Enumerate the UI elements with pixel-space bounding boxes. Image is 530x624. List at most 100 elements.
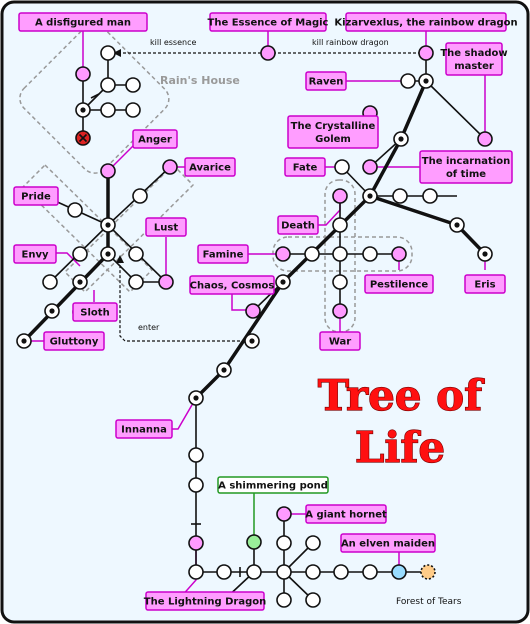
label-shimmering-pond: A shimmering pond — [217, 476, 329, 494]
label-innanna: Innanna — [115, 419, 173, 439]
label-chaos-cosmos: Chaos, Cosmos — [189, 275, 275, 295]
callout-innanna — [172, 397, 197, 430]
node-bottom-low-c — [305, 592, 321, 608]
note-kill-essence: kill essence — [150, 38, 196, 47]
node-time-row-a — [392, 188, 408, 204]
label-war: War — [319, 331, 361, 351]
label-raven: Raven — [305, 71, 347, 91]
label-eris-box — [464, 274, 506, 294]
label-pride: Pride — [13, 186, 59, 206]
node-trunk-c — [216, 362, 232, 378]
node-sin-center2 — [100, 246, 116, 262]
label-lightning-dragon-box — [145, 591, 265, 611]
label-incarnation-text-1: The incarnation — [422, 156, 510, 167]
node-hornet-mid — [276, 535, 292, 551]
label-anger-box — [132, 129, 178, 149]
node-inn-col-a — [188, 447, 204, 463]
node-envy-mid — [72, 246, 88, 262]
node-avarice-mid — [132, 188, 148, 204]
node-crystal-junction — [393, 131, 409, 147]
tick-rh — [90, 93, 100, 99]
node-bottom-f — [333, 564, 349, 580]
label-war-box — [319, 331, 361, 351]
node-rh-right — [100, 102, 116, 118]
label-essence-box — [209, 12, 327, 32]
main-path-sins — [22, 169, 110, 343]
label-disfigured-text: A disfigured man — [35, 18, 131, 29]
node-eris — [477, 246, 493, 262]
rains-house-outline — [19, 23, 170, 174]
node-trunk-b — [244, 333, 260, 349]
label-pestilence: Pestilence — [364, 274, 434, 294]
label-war-text: War — [329, 337, 351, 348]
label-disfigured-box — [18, 12, 148, 32]
label-fate-text: Fate — [293, 163, 318, 174]
node-glut-mid — [44, 303, 60, 319]
node-pride-mid — [67, 202, 83, 218]
node-giant-hornet — [276, 506, 292, 522]
label-elven-maiden-box — [340, 533, 436, 553]
node-war-mid — [332, 274, 348, 290]
label-shadow-master-text-2: master — [454, 61, 494, 72]
edge-shadow — [425, 80, 486, 140]
node-raven — [400, 73, 416, 89]
label-disfigured: A disfigured man — [18, 12, 148, 32]
label-chaos-cosmos-box — [189, 275, 275, 295]
label-crystalline-golem-text-2: Golem — [315, 134, 351, 145]
node-lust — [158, 274, 174, 290]
label-crystalline-golem-text-1: The Crystalline — [291, 121, 376, 132]
label-pride-text: Pride — [21, 192, 51, 203]
node-death — [332, 188, 348, 204]
label-sloth: Sloth — [72, 302, 118, 322]
label-crystalline-golem-box — [287, 115, 379, 149]
label-innanna-text: Innanna — [121, 425, 167, 436]
node-innanna — [188, 390, 204, 406]
label-raven-box — [305, 71, 347, 91]
label-shadow-master-box — [445, 42, 503, 76]
label-shimmering-pond-box — [217, 476, 329, 494]
title-line-2: Life — [355, 423, 445, 472]
node-anger — [100, 163, 116, 179]
label-pestilence-box — [364, 274, 434, 294]
node-death-mid — [332, 217, 348, 233]
node-bottom-c — [246, 564, 262, 580]
node-bottom-a — [188, 564, 204, 580]
node-trunk-a — [275, 274, 291, 290]
label-lust-text: Lust — [154, 223, 178, 234]
title-line-1: Tree of — [318, 371, 485, 420]
node-envy-left — [42, 274, 58, 290]
node-inn-col-b — [188, 477, 204, 493]
label-sloth-box — [72, 302, 118, 322]
node-hornet-side — [305, 535, 321, 551]
node-rh-mid — [100, 77, 116, 93]
node-incarnation — [362, 159, 378, 175]
label-gluttony-box — [43, 331, 105, 351]
label-kizarvexlus-box — [345, 12, 507, 32]
label-sloth-text: Sloth — [80, 308, 109, 319]
label-death-box — [277, 215, 319, 235]
node-gluttony — [16, 333, 32, 349]
kill-arrow-head — [113, 49, 121, 57]
label-giant-hornet-box — [305, 504, 387, 524]
node-pestilence — [391, 246, 407, 262]
label-raven-text: Raven — [309, 77, 344, 88]
label-kizarvexlus-text: Kizarvexlus, the rainbow dragon — [334, 18, 517, 29]
node-forest-end — [420, 564, 436, 580]
label-lust: Lust — [145, 217, 187, 237]
enter-arrow-head — [116, 255, 124, 263]
node-sin-center — [100, 217, 116, 233]
label-pride-box — [13, 186, 59, 206]
node-time-junction — [362, 188, 378, 204]
label-pestilence-text: Pestilence — [370, 280, 429, 291]
label-lightning-dragon: The Lightning Dragon — [144, 591, 266, 611]
node-horse-center — [332, 246, 348, 262]
label-fate: Fate — [284, 157, 326, 177]
node-rh-right2 — [125, 102, 141, 118]
label-anger: Anger — [132, 129, 178, 149]
place-label-forest: Forest of Tears — [396, 597, 462, 607]
label-eris: Eris — [464, 274, 506, 294]
